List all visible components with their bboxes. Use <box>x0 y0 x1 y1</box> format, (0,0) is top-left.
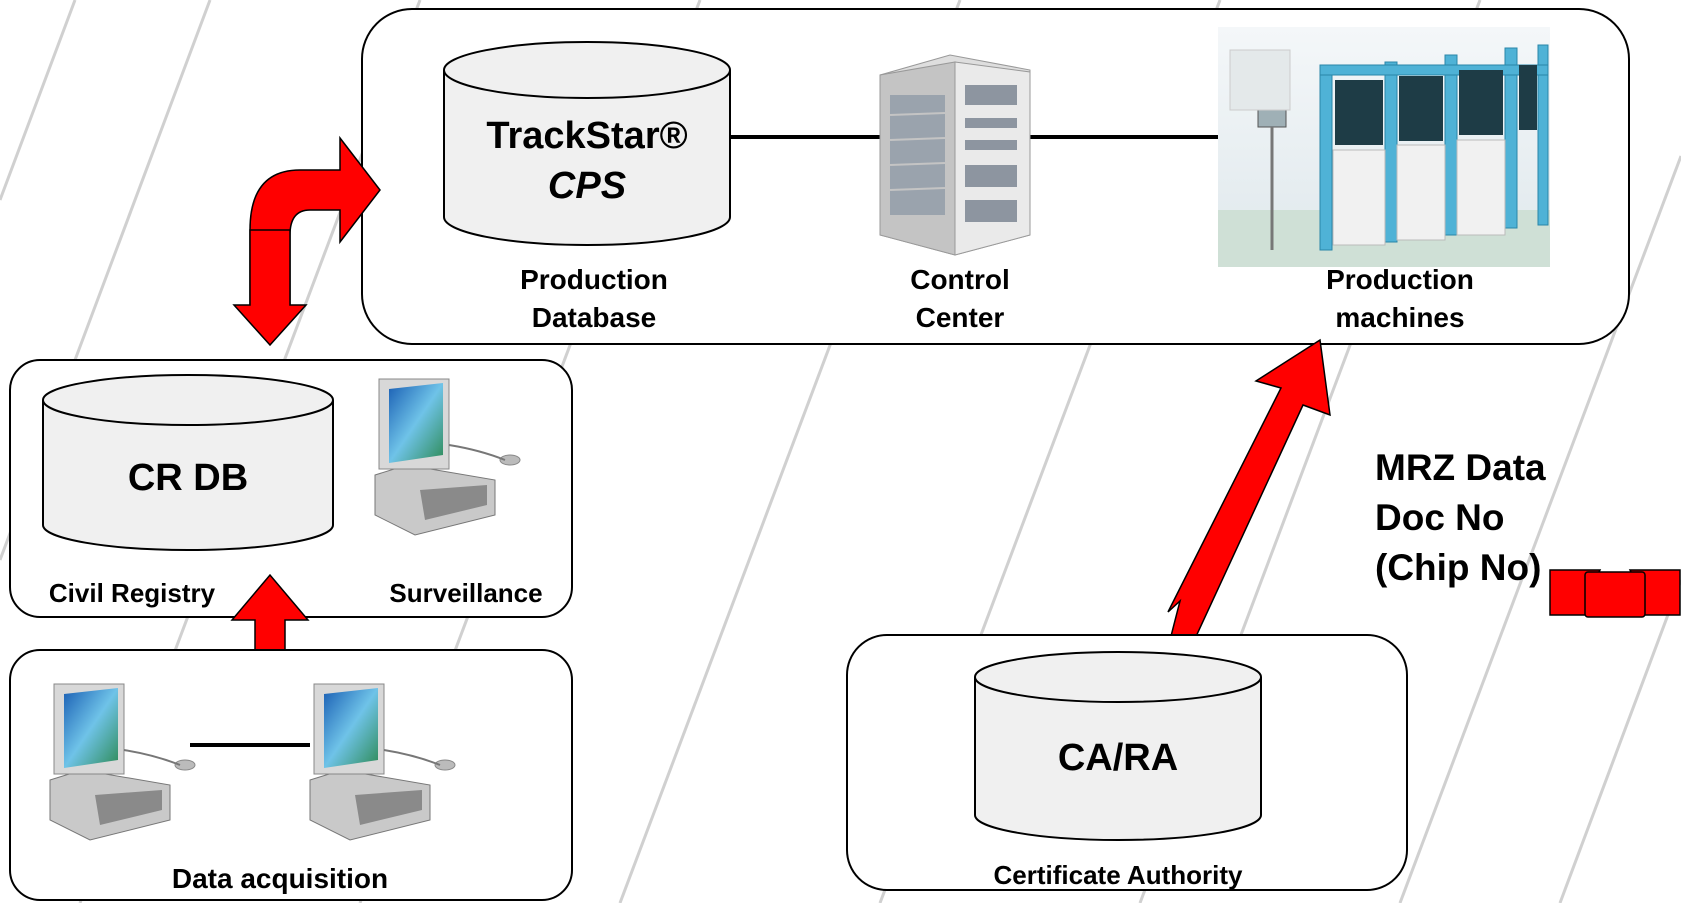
production-db-label-1: Production <box>520 264 668 295</box>
control-center-label-2: Center <box>916 302 1005 333</box>
diagonal-double-arrow <box>1167 338 1331 644</box>
production-machines-icon <box>1218 27 1550 267</box>
control-center-icon <box>879 54 1031 256</box>
ca-database-icon <box>974 651 1262 841</box>
exchange-data-line-2: Doc No <box>1375 497 1505 538</box>
production-db-label-2: Database <box>532 302 657 333</box>
cr-database-name: CR DB <box>128 457 248 499</box>
civil-registry-label: Civil Registry <box>49 578 216 608</box>
data-acquisition-group-box <box>9 649 573 901</box>
control-center-label-1: Control <box>910 264 1010 295</box>
production-db-subname: CPS <box>548 165 626 207</box>
production-db-name: TrackStar® <box>486 115 687 157</box>
cr-database-icon <box>42 374 334 551</box>
exchange-data-line-3: (Chip No) <box>1375 547 1541 588</box>
production-machines-label-2: machines <box>1335 302 1464 333</box>
production-database-icon <box>443 41 731 246</box>
exchange-data-line-1: MRZ Data <box>1375 447 1546 488</box>
data-acquisition-label: Data acquisition <box>172 863 388 894</box>
surveillance-label: Surveillance <box>389 578 542 608</box>
ribbon-banner-icon <box>1549 569 1681 618</box>
certificate-authority-label: Certificate Authority <box>994 860 1243 890</box>
production-machines-label-1: Production <box>1326 264 1474 295</box>
curved-double-arrow <box>232 135 381 347</box>
ca-database-name: CA/RA <box>1058 737 1178 779</box>
